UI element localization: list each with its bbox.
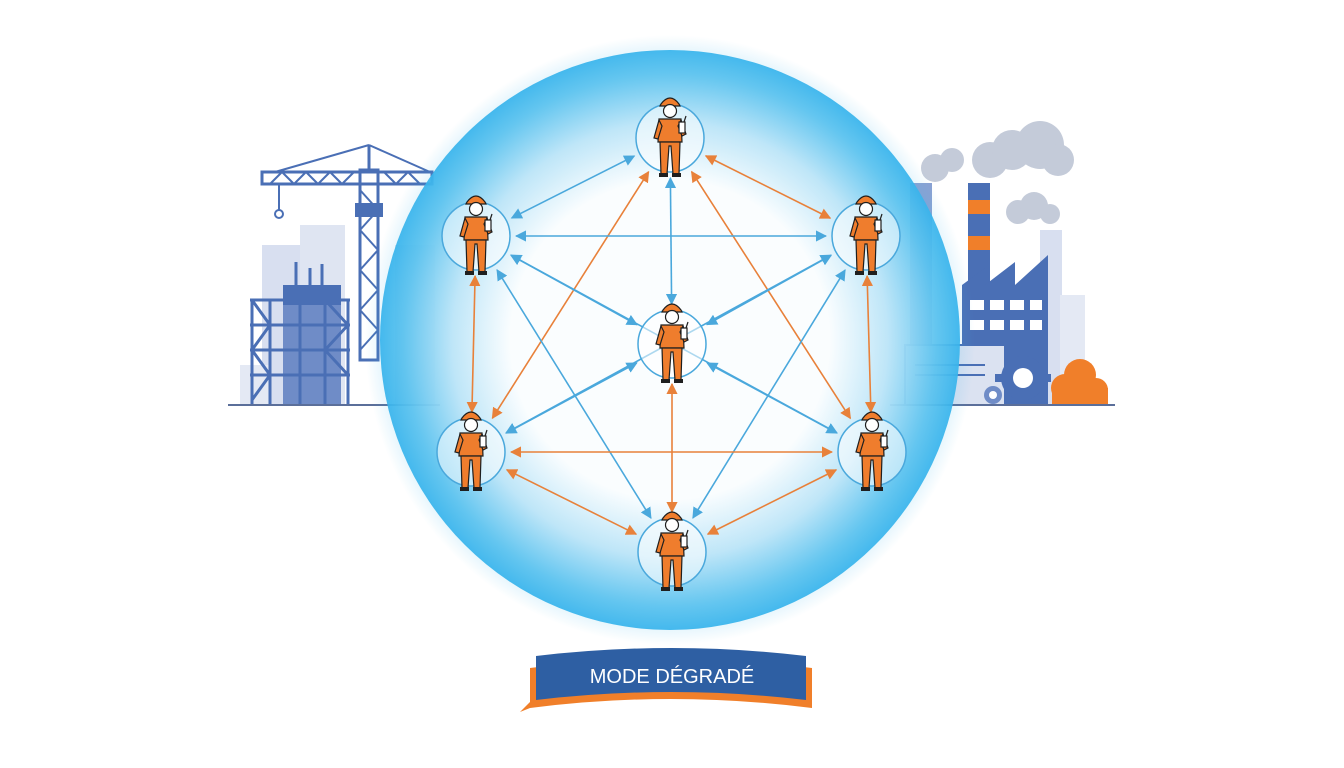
worker-with-radio-icon — [655, 511, 689, 591]
link-lower-left-bottom — [505, 469, 638, 535]
node-lower-left — [436, 411, 506, 491]
link-upper-right-lower-right — [861, 274, 877, 414]
worker-with-radio-icon — [655, 303, 689, 383]
smoke-cloud-icon — [921, 121, 1074, 224]
node-top — [635, 97, 705, 177]
orange-smoke-icon — [1051, 359, 1108, 404]
links-layer — [466, 155, 877, 535]
node-center — [637, 303, 707, 383]
link-center-lower-left — [505, 362, 638, 434]
worker-with-radio-icon — [849, 195, 883, 275]
mode-label: MODE DÉGRADÉ — [590, 665, 754, 688]
link-upper-left-lower-left — [466, 274, 481, 414]
worker-with-radio-icon — [653, 97, 687, 177]
worker-with-radio-icon — [454, 411, 488, 491]
link-center-lower-right — [706, 362, 838, 434]
nodes-layer — [436, 97, 907, 591]
node-lower-right — [837, 411, 907, 491]
worker-with-radio-icon — [459, 195, 493, 275]
worker-with-radio-icon — [855, 411, 889, 491]
link-lower-right-bottom — [706, 469, 838, 535]
node-upper-left — [441, 195, 511, 275]
node-upper-right — [831, 195, 901, 275]
node-bottom — [637, 511, 707, 591]
mode-banner: MODE DÉGRADÉ — [520, 648, 812, 712]
gear-icon — [984, 350, 1051, 406]
